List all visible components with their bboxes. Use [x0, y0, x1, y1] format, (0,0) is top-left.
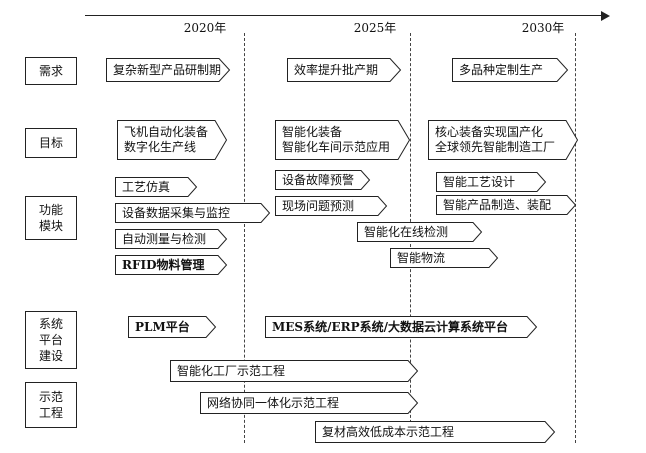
system-mes-arrow: MES系统/ERP系统/大数据云计算系统平台 — [265, 316, 538, 338]
year-label-2030: 2030年 — [521, 21, 565, 35]
category-goal: 目标 — [25, 128, 77, 158]
year-label-2020: 2020年 — [183, 21, 227, 35]
function-item-process-simulation: 工艺仿真 — [115, 177, 198, 197]
function-item-label: RFID物料管理 — [122, 257, 205, 272]
arrow-shape — [275, 170, 371, 190]
demand-phase2-label: 效率提升批产期 — [294, 62, 379, 77]
arrow-shape — [390, 248, 499, 268]
arrow-shape — [170, 360, 419, 382]
arrow-shape — [106, 58, 231, 82]
arrow-shape — [115, 229, 228, 249]
function-item-label: 工艺仿真 — [122, 179, 171, 194]
arrow-shape — [265, 316, 538, 338]
arrow-shape — [115, 203, 271, 223]
function-item-label: 设备数据采集与监控 — [122, 205, 231, 220]
arrow-shape — [275, 120, 411, 160]
function-item-smart-manufacturing: 智能产品制造、装配 — [436, 195, 577, 215]
arrow-shape — [115, 177, 198, 197]
timeline-axis — [85, 15, 605, 16]
goal-phase1-label: 飞机自动化装备 数字化生产线 — [124, 125, 209, 154]
arrow-shape — [436, 172, 547, 192]
category-function-module: 功能 模块 — [25, 196, 77, 240]
arrow-shape — [117, 120, 228, 160]
demo-smart-factory-arrow: 智能化工厂示范工程 — [170, 360, 419, 382]
function-item-label: 智能物流 — [397, 250, 446, 265]
category-system-platform: 系统 平台 建设 — [25, 311, 77, 369]
function-item-label: 智能工艺设计 — [443, 174, 516, 189]
arrow-shape — [436, 195, 577, 215]
demo-composite-arrow: 复材高效低成本示范工程 — [315, 421, 556, 443]
arrow-shape — [357, 222, 483, 242]
year-divider-2020 — [244, 33, 245, 443]
demand-phase3-label: 多品种定制生产 — [459, 62, 544, 77]
function-item-label: 现场问题预测 — [282, 198, 355, 213]
arrow-shape — [287, 58, 402, 82]
function-item-rfid: RFID物料管理 — [115, 255, 228, 275]
goal-phase2-label: 智能化装备 智能化车间示范应用 — [282, 125, 391, 154]
arrow-shape — [275, 196, 388, 216]
goal-phase1-arrow: 飞机自动化装备 数字化生产线 — [117, 120, 228, 160]
goal-phase3-label: 核心装备实现国产化 全球领先智能制造工厂 — [435, 125, 556, 154]
arrow-shape — [115, 255, 228, 275]
year-label-2025: 2025年 — [353, 21, 397, 35]
category-demo-project: 示范 工程 — [25, 382, 77, 428]
demand-phase3-arrow: 多品种定制生产 — [452, 58, 569, 82]
arrow-shape — [200, 392, 419, 414]
function-item-data-collection: 设备数据采集与监控 — [115, 203, 271, 223]
demand-phase1-label: 复杂新型产品研制期 — [113, 62, 222, 77]
demand-phase1-arrow: 复杂新型产品研制期 — [106, 58, 231, 82]
demo-project-label: 复材高效低成本示范工程 — [322, 424, 455, 439]
demand-phase2-arrow: 效率提升批产期 — [287, 58, 402, 82]
demo-project-label: 网络协同一体化示范工程 — [207, 395, 340, 410]
system-plm-label: PLM平台 — [135, 319, 190, 334]
system-mes-label: MES系统/ERP系统/大数据云计算系统平台 — [272, 319, 509, 334]
function-item-label: 智能产品制造、装配 — [443, 197, 552, 212]
demo-project-label: 智能化工厂示范工程 — [177, 363, 286, 378]
function-item-fault-warning: 设备故障预警 — [275, 170, 371, 190]
function-item-label: 自动测量与检测 — [122, 231, 207, 246]
year-divider-2030 — [575, 33, 576, 443]
arrow-shape — [315, 421, 556, 443]
function-item-label: 设备故障预警 — [282, 172, 355, 187]
timeline-arrowhead — [601, 11, 610, 21]
function-item-online-inspection: 智能化在线检测 — [357, 222, 483, 242]
function-item-smart-process-design: 智能工艺设计 — [436, 172, 547, 192]
function-item-smart-logistics: 智能物流 — [390, 248, 499, 268]
arrow-shape — [452, 58, 569, 82]
category-demand: 需求 — [25, 57, 77, 85]
function-item-issue-prediction: 现场问题预测 — [275, 196, 388, 216]
arrow-shape — [428, 120, 579, 160]
function-item-auto-measurement: 自动测量与检测 — [115, 229, 228, 249]
goal-phase2-arrow: 智能化装备 智能化车间示范应用 — [275, 120, 411, 160]
system-plm-arrow: PLM平台 — [128, 316, 217, 338]
goal-phase3-arrow: 核心装备实现国产化 全球领先智能制造工厂 — [428, 120, 579, 160]
function-item-label: 智能化在线检测 — [364, 224, 449, 239]
arrow-shape — [128, 316, 217, 338]
demo-network-collab-arrow: 网络协同一体化示范工程 — [200, 392, 419, 414]
